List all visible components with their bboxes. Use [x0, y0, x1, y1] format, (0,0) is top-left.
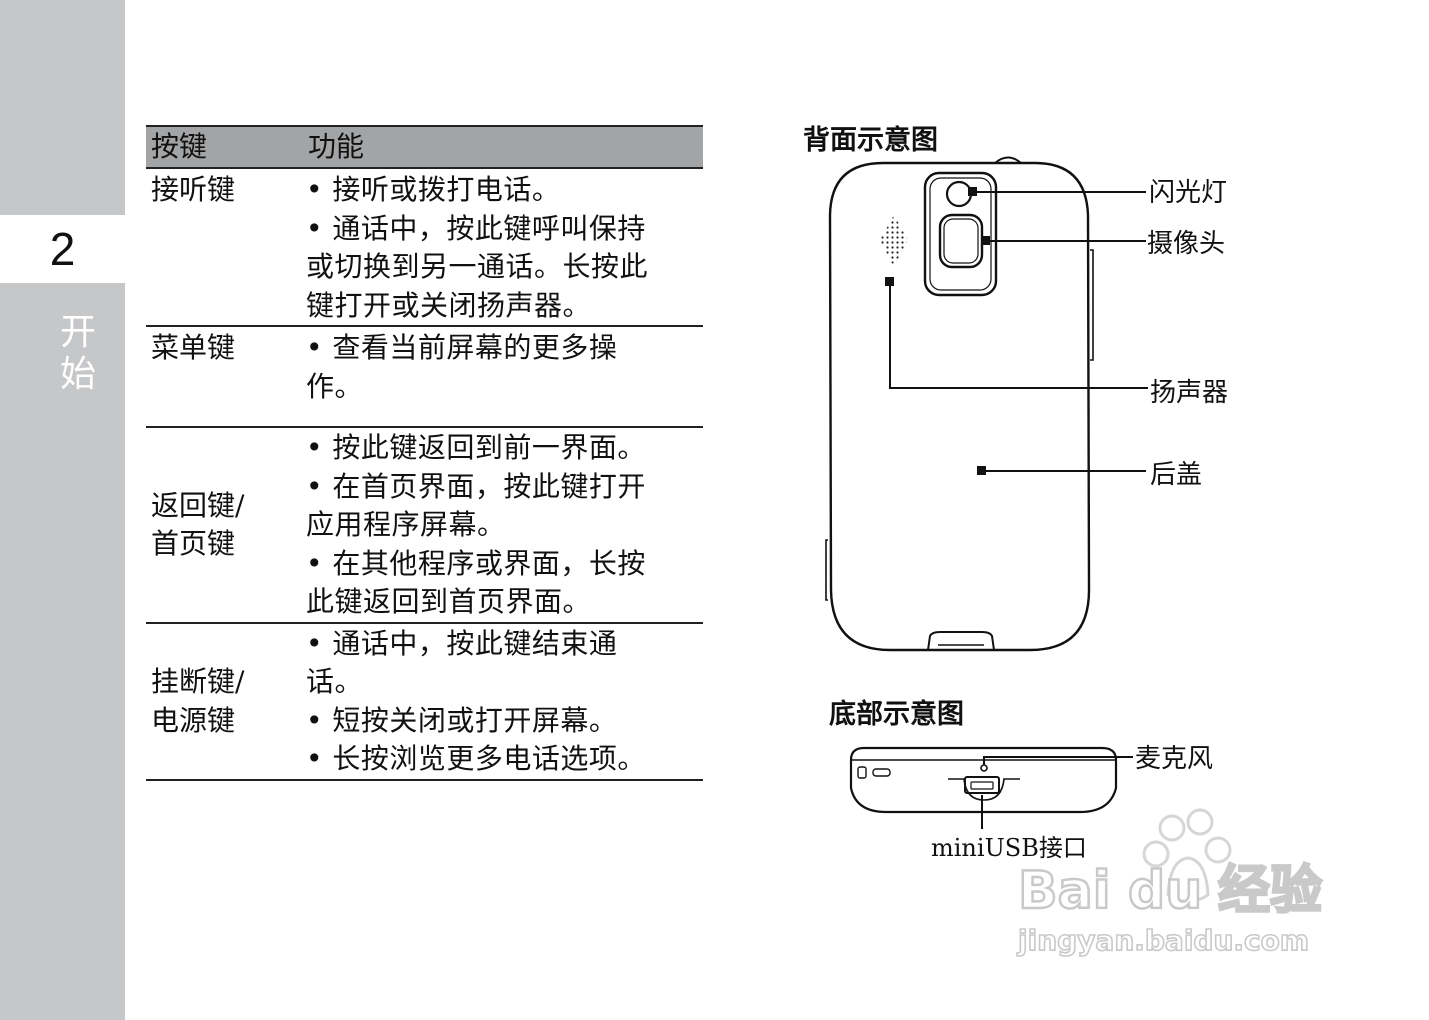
function-line: 应用程序屏幕。 [306, 508, 506, 541]
microphone-icon [980, 764, 988, 772]
function-line: • 在其他程序或界面，长按 [306, 546, 646, 580]
table-row: 菜单键 • 查看当前屏幕的更多操 作。 [146, 326, 703, 427]
function-line: • 短按关闭或打开屏幕。 [306, 703, 618, 737]
mini-usb-port-icon [964, 776, 1000, 794]
svg-text:经验: 经验 [1218, 861, 1322, 921]
function-line: • 长按浏览更多电话选项。 [306, 742, 646, 775]
callout-speaker: 扬声器 [1150, 378, 1229, 408]
key-cell: 接听键 [146, 168, 300, 326]
key-function-table: 按键 功能 接听键 • 接听或拨打电话。 • 通话中，按此键呼叫保持 或切换到另… [146, 125, 703, 781]
bottom-view-title: 底部示意图 [829, 699, 964, 730]
back-view-title: 背面示意图 [803, 125, 938, 156]
function-line: • 查看当前屏幕的更多操 [306, 331, 618, 364]
function-line: 或切换到另一通话。长按此 [306, 250, 649, 283]
phone-back-outline [825, 156, 1094, 652]
function-line: 话。 [306, 665, 364, 698]
key-name: 返回键/ [151, 488, 245, 522]
function-line: • 按此键返回到前一界面。 [306, 431, 646, 464]
key-name: 菜单键 [151, 331, 236, 364]
svg-text:Bai: Bai [1018, 861, 1111, 921]
key-name: 挂断键/ [151, 665, 245, 698]
key-cell: 菜单键 [146, 326, 300, 427]
back-callout-lines [885, 187, 1148, 475]
function-cell: • 接听或拨打电话。 • 通话中，按此键呼叫保持 或切换到另一通话。长按此 键打… [300, 168, 703, 326]
table-row: 接听键 • 接听或拨打电话。 • 通话中，按此键呼叫保持 或切换到另一通话。长按… [146, 168, 703, 326]
key-name: 电源键 [151, 703, 236, 737]
function-cell: • 查看当前屏幕的更多操 作。 [300, 326, 703, 427]
key-name: 首页键 [151, 527, 236, 561]
function-line: 作。 [306, 369, 364, 403]
function-line: 键打开或关闭扬声器。 [306, 288, 592, 322]
header-function: 功能 [300, 125, 703, 169]
callout-mini-usb: miniUSB接口 [931, 834, 1087, 862]
header-key: 按键 [146, 125, 300, 169]
function-line: • 通话中，按此键结束通 [306, 626, 618, 660]
table-row: 挂断键/ 电源键 • 通话中，按此键结束通 话。 • 短按关闭或打开屏幕。 • … [146, 623, 703, 780]
callout-back-cover: 后盖 [1150, 460, 1203, 490]
callout-microphone: 麦克风 [1135, 744, 1214, 774]
svg-text:jingyan.baidu.com: jingyan.baidu.com [1017, 924, 1309, 957]
flash-icon [945, 180, 973, 208]
key-cell: 挂断键/ 电源键 [146, 623, 300, 780]
callout-flash: 闪光灯 [1149, 178, 1228, 208]
speaker-grille-icon [880, 215, 908, 267]
function-line: • 在首页界面，按此键打开 [306, 469, 646, 503]
function-line: • 通话中，按此键呼叫保持 [306, 211, 646, 245]
side-band [0, 0, 125, 1020]
chapter-title: 开始 [60, 312, 97, 395]
function-line: • 接听或拨打电话。 [306, 173, 561, 206]
baidu-jingyan-watermark: Bai du 经验 jingyan.baidu.com [1016, 808, 1323, 958]
key-name: 接听键 [151, 173, 236, 206]
function-line: 此键返回到首页界面。 [306, 585, 592, 618]
bottom-callout-lines [981, 756, 1133, 829]
key-cell: 返回键/ 首页键 [146, 427, 300, 623]
svg-text:du: du [1128, 861, 1202, 921]
function-cell: • 按此键返回到前一界面。 • 在首页界面，按此键打开 应用程序屏幕。 • 在其… [300, 427, 703, 623]
callout-camera: 摄像头 [1147, 229, 1226, 259]
chapter-tab [0, 215, 125, 283]
table-row: 返回键/ 首页键 • 按此键返回到前一界面。 • 在首页界面，按此键打开 应用程… [146, 427, 703, 623]
table-header-row: 按键 功能 [146, 125, 703, 169]
function-cell: • 通话中，按此键结束通 话。 • 短按关闭或打开屏幕。 • 长按浏览更多电话选… [300, 623, 703, 780]
chapter-number: 2 [49, 223, 76, 275]
